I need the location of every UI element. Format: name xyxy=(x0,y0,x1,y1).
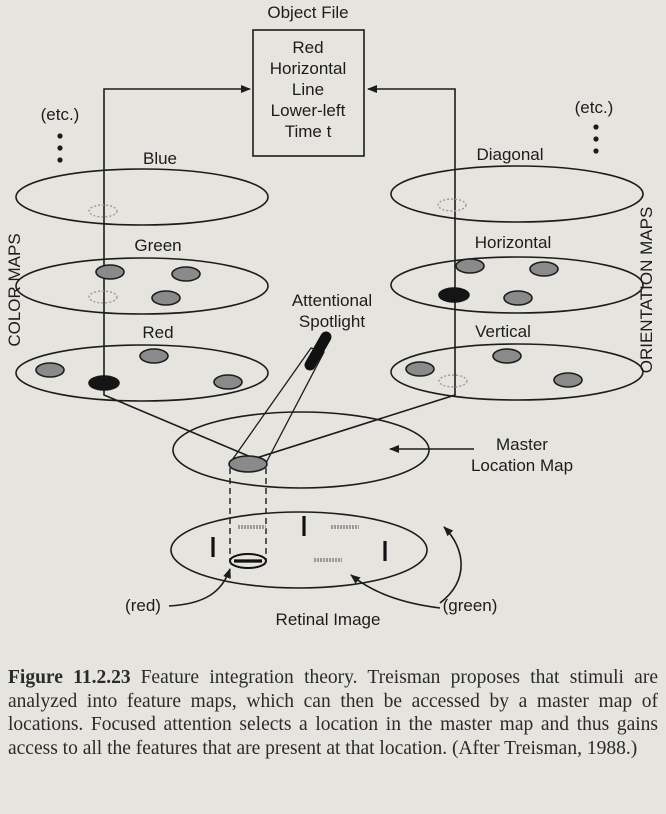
master-map-selected-location xyxy=(228,455,268,473)
object-file-box xyxy=(252,29,365,157)
retinal-image xyxy=(170,511,428,589)
feature-blob-faint xyxy=(88,204,118,218)
color-maps-label: COLOR MAPS xyxy=(5,233,24,346)
ellipsis-dot xyxy=(57,133,63,139)
red-arrow xyxy=(168,568,231,607)
object-file-line: Time t xyxy=(285,122,332,141)
feature-blob xyxy=(529,261,559,277)
feature-blob xyxy=(139,348,169,364)
feature-blob-selected xyxy=(438,287,470,303)
right-connector-line xyxy=(249,85,456,461)
color-map-blue xyxy=(15,168,269,226)
feature-blob xyxy=(553,372,583,388)
feature-blob xyxy=(151,290,181,306)
master-location-map xyxy=(172,411,430,489)
spotlight-flashlight-icon xyxy=(304,331,332,371)
green-arrow xyxy=(439,526,462,604)
orientation-map-horizontal xyxy=(390,256,644,314)
retinal-selected-location xyxy=(229,553,267,569)
feature-blob xyxy=(213,374,243,390)
object-file-line: Horizontal xyxy=(270,59,347,78)
retinal-image-label: Retinal Image xyxy=(276,610,381,629)
feature-blob xyxy=(171,266,201,282)
object-file-title: Object File xyxy=(267,3,348,22)
orientation-map-vertical xyxy=(390,343,644,401)
figure-caption-text: Feature integration theory. Treisman pro… xyxy=(8,667,658,759)
color-map-label-green: Green xyxy=(134,236,181,255)
ellipsis-dot xyxy=(57,157,63,163)
orientation-map-label-diagonal: Diagonal xyxy=(476,145,543,164)
feature-blob xyxy=(95,264,125,280)
object-file-line: Lower-left xyxy=(271,101,346,120)
feature-blob xyxy=(492,348,522,364)
color-map-green xyxy=(15,257,269,315)
master-map-label: Location Map xyxy=(471,456,573,475)
red-label: (red) xyxy=(125,596,161,615)
color-map-label-blue: Blue xyxy=(143,149,177,168)
orientation-map-label-vertical: Vertical xyxy=(475,322,531,341)
ellipsis-dot xyxy=(593,136,599,142)
feature-blob xyxy=(35,362,65,378)
left-connector-line xyxy=(103,85,259,461)
master-map-label: Master xyxy=(496,435,548,454)
feature-blob xyxy=(503,290,533,306)
figure-caption-label: Figure 11.2.23 xyxy=(8,667,131,688)
object-file-line: Line xyxy=(292,80,324,99)
feature-blob-faint xyxy=(437,198,467,212)
spotlight-label: Attentional xyxy=(292,291,372,310)
feature-blob xyxy=(455,258,485,274)
ellipsis-dot xyxy=(57,145,63,151)
feature-integration-diagram: Object File Red Horizontal Line Lower-le… xyxy=(5,3,656,629)
ellipsis-dot xyxy=(593,124,599,130)
spotlight-label: Spotlight xyxy=(299,312,365,331)
ellipsis-dot xyxy=(593,148,599,154)
color-map-red xyxy=(15,344,269,402)
feature-blob-faint xyxy=(438,374,468,388)
color-etc-label: (etc.) xyxy=(41,105,80,124)
green-label: (green) xyxy=(443,596,498,615)
feature-blob-faint xyxy=(88,290,118,304)
orientation-maps-label: ORIENTATION MAPS xyxy=(637,207,656,374)
object-file-line: Red xyxy=(292,38,323,57)
orientation-etc-label: (etc.) xyxy=(575,98,614,117)
green-arrow xyxy=(350,574,441,609)
orientation-map-label-horizontal: Horizontal xyxy=(475,233,552,252)
color-map-label-red: Red xyxy=(142,323,173,342)
orientation-map-diagonal xyxy=(390,165,644,223)
feature-blob-selected xyxy=(88,375,120,391)
feature-blob xyxy=(405,361,435,377)
